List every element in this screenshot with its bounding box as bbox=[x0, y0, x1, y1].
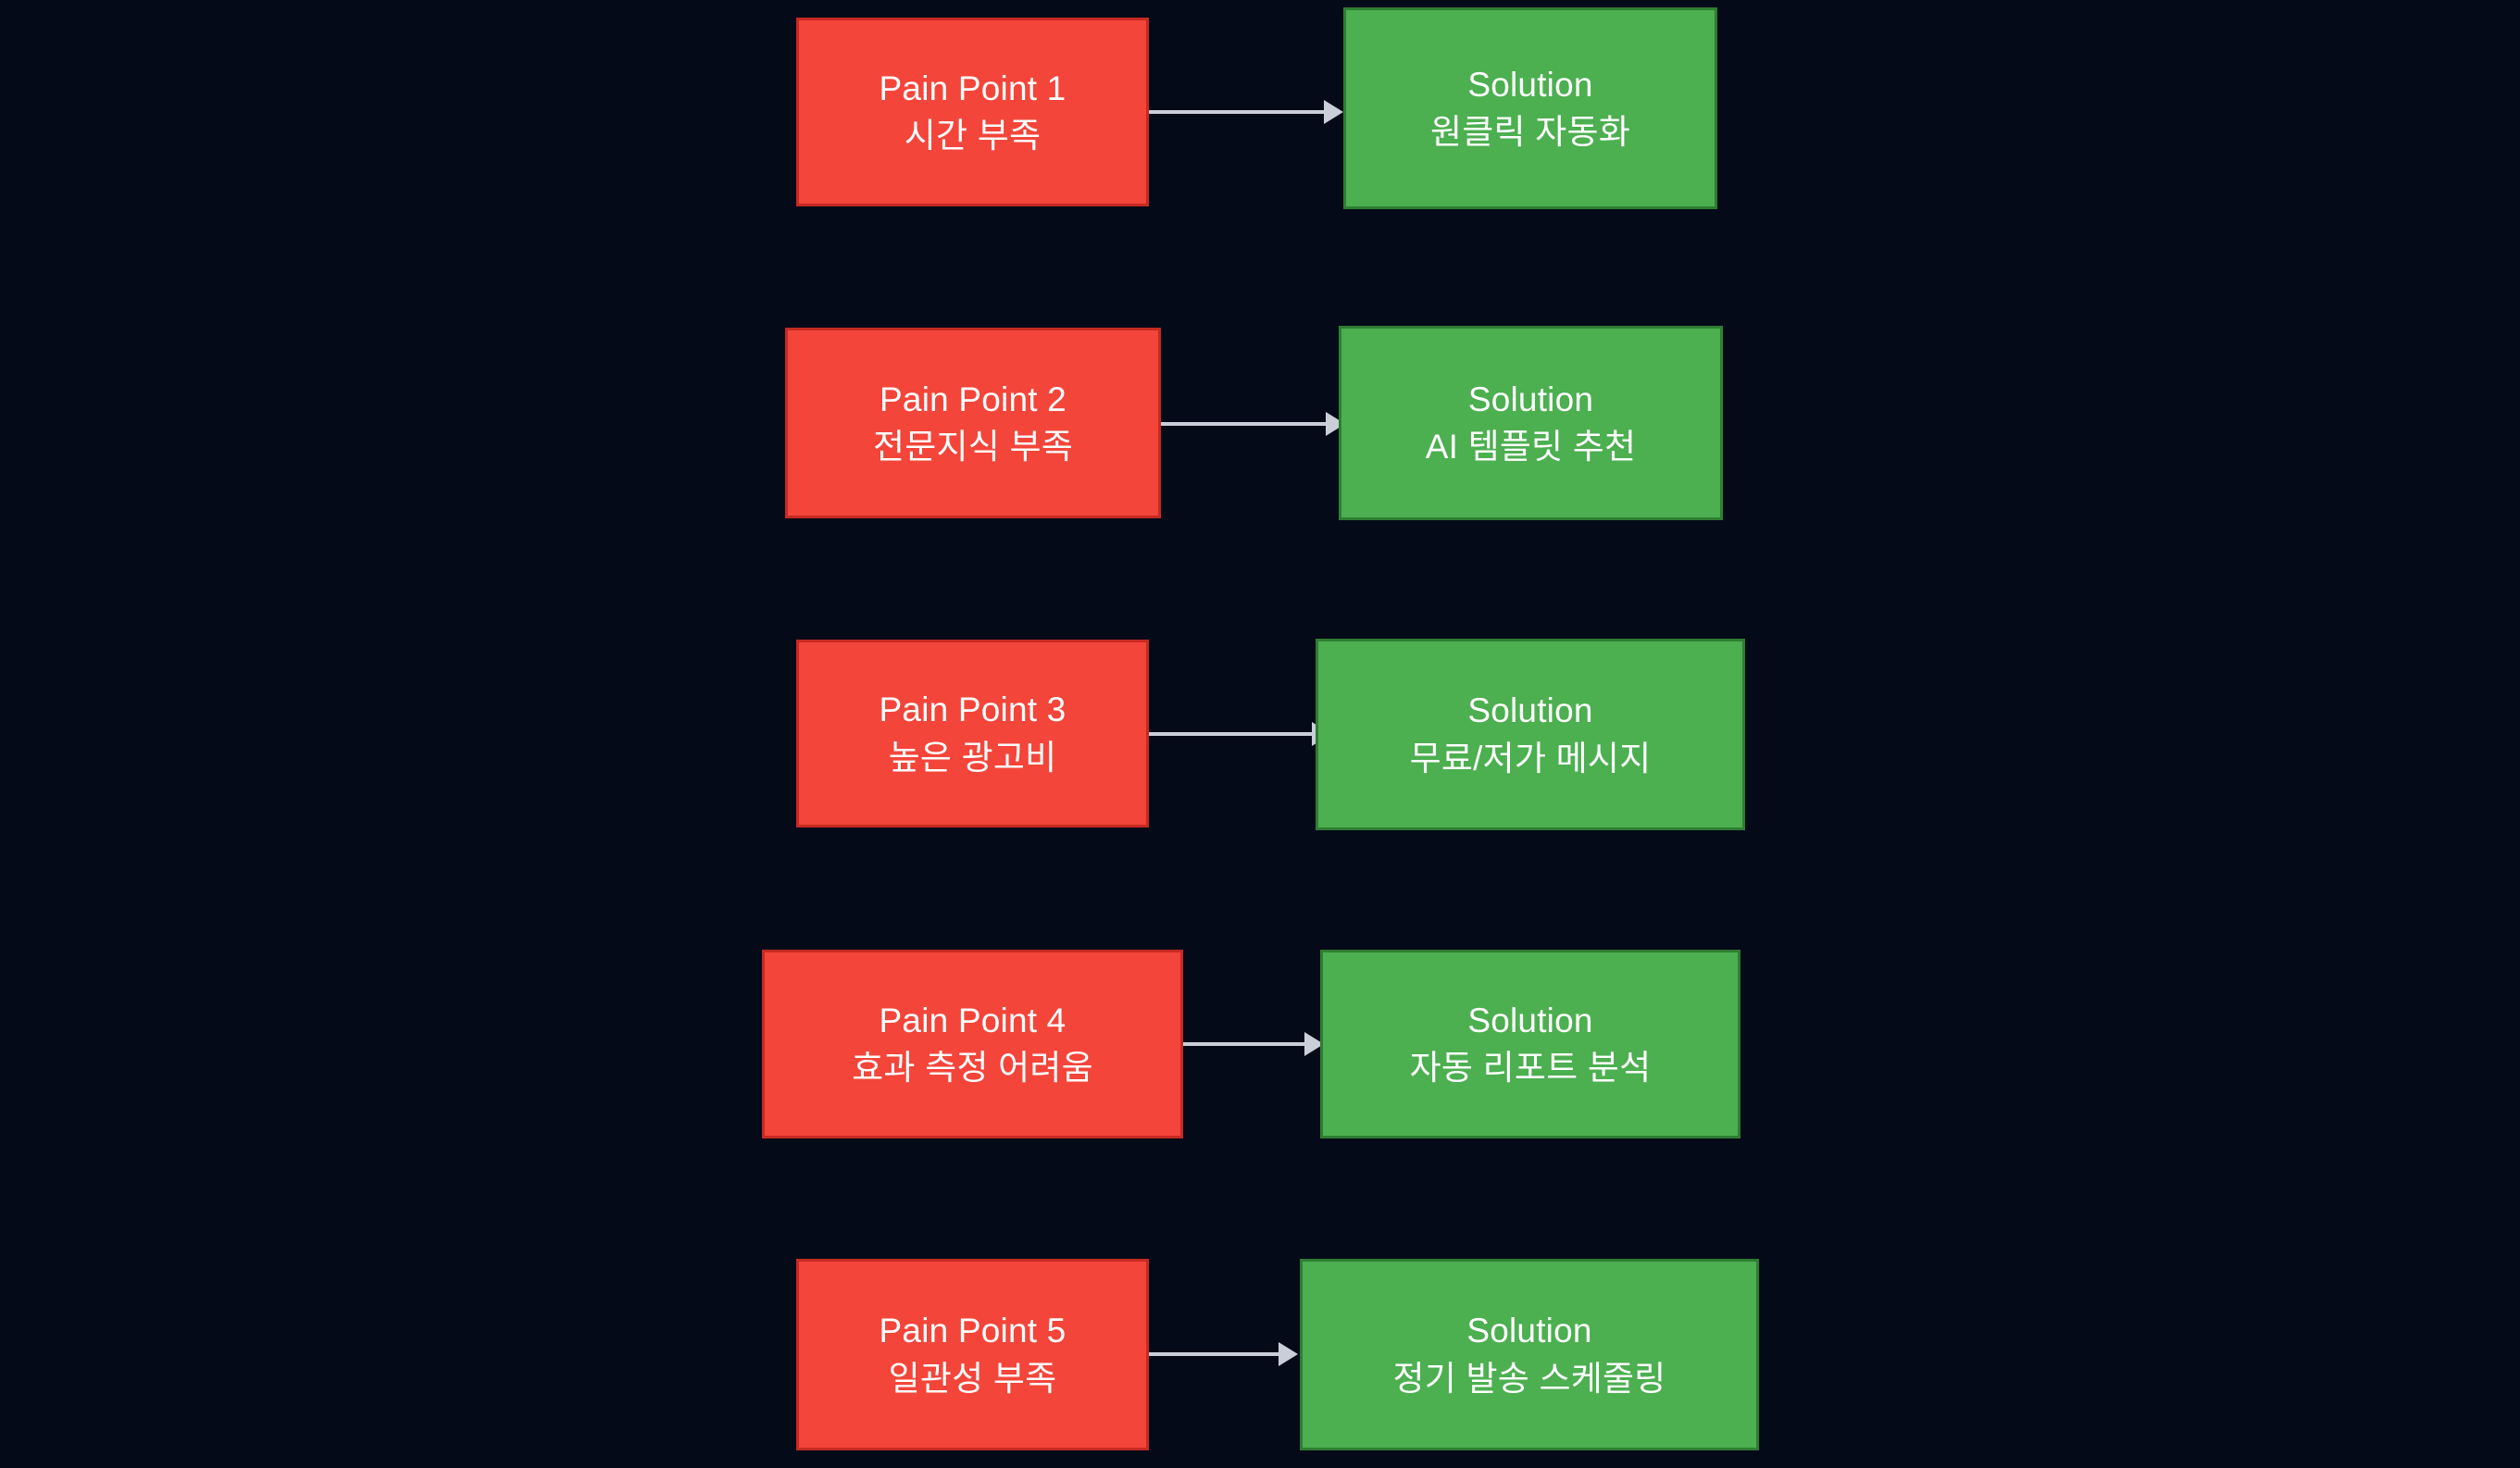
pain-point-title-4: Pain Point 4 bbox=[879, 1001, 1067, 1039]
solution-node-2[interactable]: Solution AI 템플릿 추천 bbox=[1339, 326, 1723, 520]
pain-point-detail-2: 전문지식 부족 bbox=[873, 428, 1073, 466]
flow-edge-line-2 bbox=[1161, 422, 1327, 426]
flow-edge-arrowhead-1 bbox=[1324, 100, 1343, 124]
flow-edge-line-5 bbox=[1149, 1352, 1279, 1356]
solution-node-5[interactable]: Solution 정기 발송 스케줄링 bbox=[1300, 1259, 1759, 1450]
pain-point-node-5[interactable]: Pain Point 5 일관성 부족 bbox=[796, 1259, 1149, 1450]
pain-point-node-4[interactable]: Pain Point 4 효과 측정 어려움 bbox=[762, 950, 1183, 1138]
solution-detail-4: 자동 리포트 분석 bbox=[1409, 1049, 1652, 1087]
flow-edge-arrowhead-5 bbox=[1279, 1342, 1298, 1366]
solution-title-1: Solution bbox=[1467, 65, 1593, 104]
flow-edge-line-4 bbox=[1183, 1042, 1305, 1046]
pain-point-title-1: Pain Point 1 bbox=[879, 68, 1067, 107]
solution-title-2: Solution bbox=[1467, 379, 1594, 418]
flow-edge-line-3 bbox=[1149, 732, 1313, 736]
solution-detail-5: 정기 발송 스케줄링 bbox=[1392, 1359, 1666, 1398]
solution-detail-3: 무료/저가 메시지 bbox=[1409, 739, 1652, 778]
solution-title-3: Solution bbox=[1467, 691, 1593, 730]
solution-node-1[interactable]: Solution 원클릭 자동화 bbox=[1343, 7, 1717, 209]
solution-title-5: Solution bbox=[1466, 1312, 1592, 1350]
pain-point-title-3: Pain Point 3 bbox=[879, 690, 1067, 729]
pain-point-detail-3: 높은 광고비 bbox=[888, 738, 1057, 777]
solution-node-4[interactable]: Solution 자동 리포트 분석 bbox=[1320, 950, 1740, 1138]
solution-detail-1: 원클릭 자동화 bbox=[1430, 113, 1630, 151]
pain-point-node-2[interactable]: Pain Point 2 전문지식 부족 bbox=[785, 328, 1161, 518]
pain-point-detail-5: 일관성 부족 bbox=[888, 1359, 1057, 1398]
pain-point-title-2: Pain Point 2 bbox=[880, 379, 1067, 418]
solution-title-4: Solution bbox=[1467, 1001, 1593, 1039]
pain-point-title-5: Pain Point 5 bbox=[879, 1312, 1067, 1350]
pain-point-detail-4: 효과 측정 어려움 bbox=[852, 1049, 1093, 1087]
pain-point-node-1[interactable]: Pain Point 1 시간 부족 bbox=[796, 18, 1149, 206]
flow-edge-line-1 bbox=[1149, 110, 1325, 114]
solution-node-3[interactable]: Solution 무료/저가 메시지 bbox=[1316, 639, 1745, 830]
flow-edge-arrowhead-4 bbox=[1304, 1032, 1324, 1056]
pain-point-detail-1: 시간 부족 bbox=[904, 117, 1042, 155]
pain-point-node-3[interactable]: Pain Point 3 높은 광고비 bbox=[796, 640, 1149, 827]
solution-detail-2: AI 템플릿 추천 bbox=[1425, 428, 1637, 466]
